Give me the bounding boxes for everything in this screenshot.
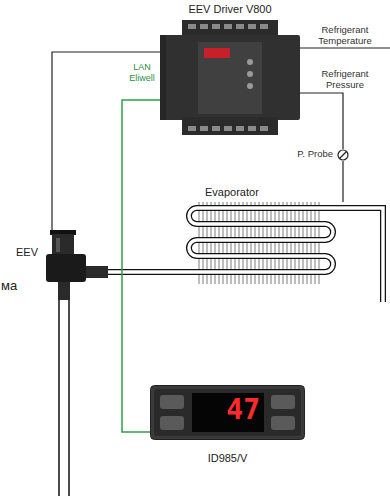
inlet-pipe <box>59 300 69 496</box>
edge-label: LAN Eliwell <box>125 62 159 84</box>
signal-label: Refrigerant Temperature <box>303 24 387 46</box>
edge-label: Refrigerant Pressure <box>303 68 387 90</box>
device-title: EEV Driver V800 <box>160 3 300 16</box>
fragment-text: ма <box>1 278 17 294</box>
part-label: P. Probe <box>297 148 333 159</box>
driver-cable <box>52 52 160 230</box>
controller: 47ID985/V <box>150 385 305 440</box>
lan-cable <box>122 100 160 432</box>
probe-symbol <box>337 149 349 161</box>
device-title: ID985/V <box>150 452 305 465</box>
part-label: Evaporator <box>205 186 259 199</box>
evaporator-coil <box>185 202 390 302</box>
pressure-probe: P. Probe <box>337 149 349 161</box>
driver-housing <box>160 20 300 135</box>
eev-driver: EEV Driver V800 <box>160 20 300 135</box>
expansion-valve: EEV <box>42 230 108 300</box>
refrigerant-pipe <box>108 272 185 273</box>
pressure-cable <box>300 93 343 149</box>
part-label: EEV <box>16 246 38 259</box>
display-reading: 47 <box>192 394 260 426</box>
evaporator: Evaporator <box>185 202 390 302</box>
valve-body <box>42 230 108 300</box>
temperature-wire <box>300 47 390 48</box>
probe-line <box>343 161 344 202</box>
